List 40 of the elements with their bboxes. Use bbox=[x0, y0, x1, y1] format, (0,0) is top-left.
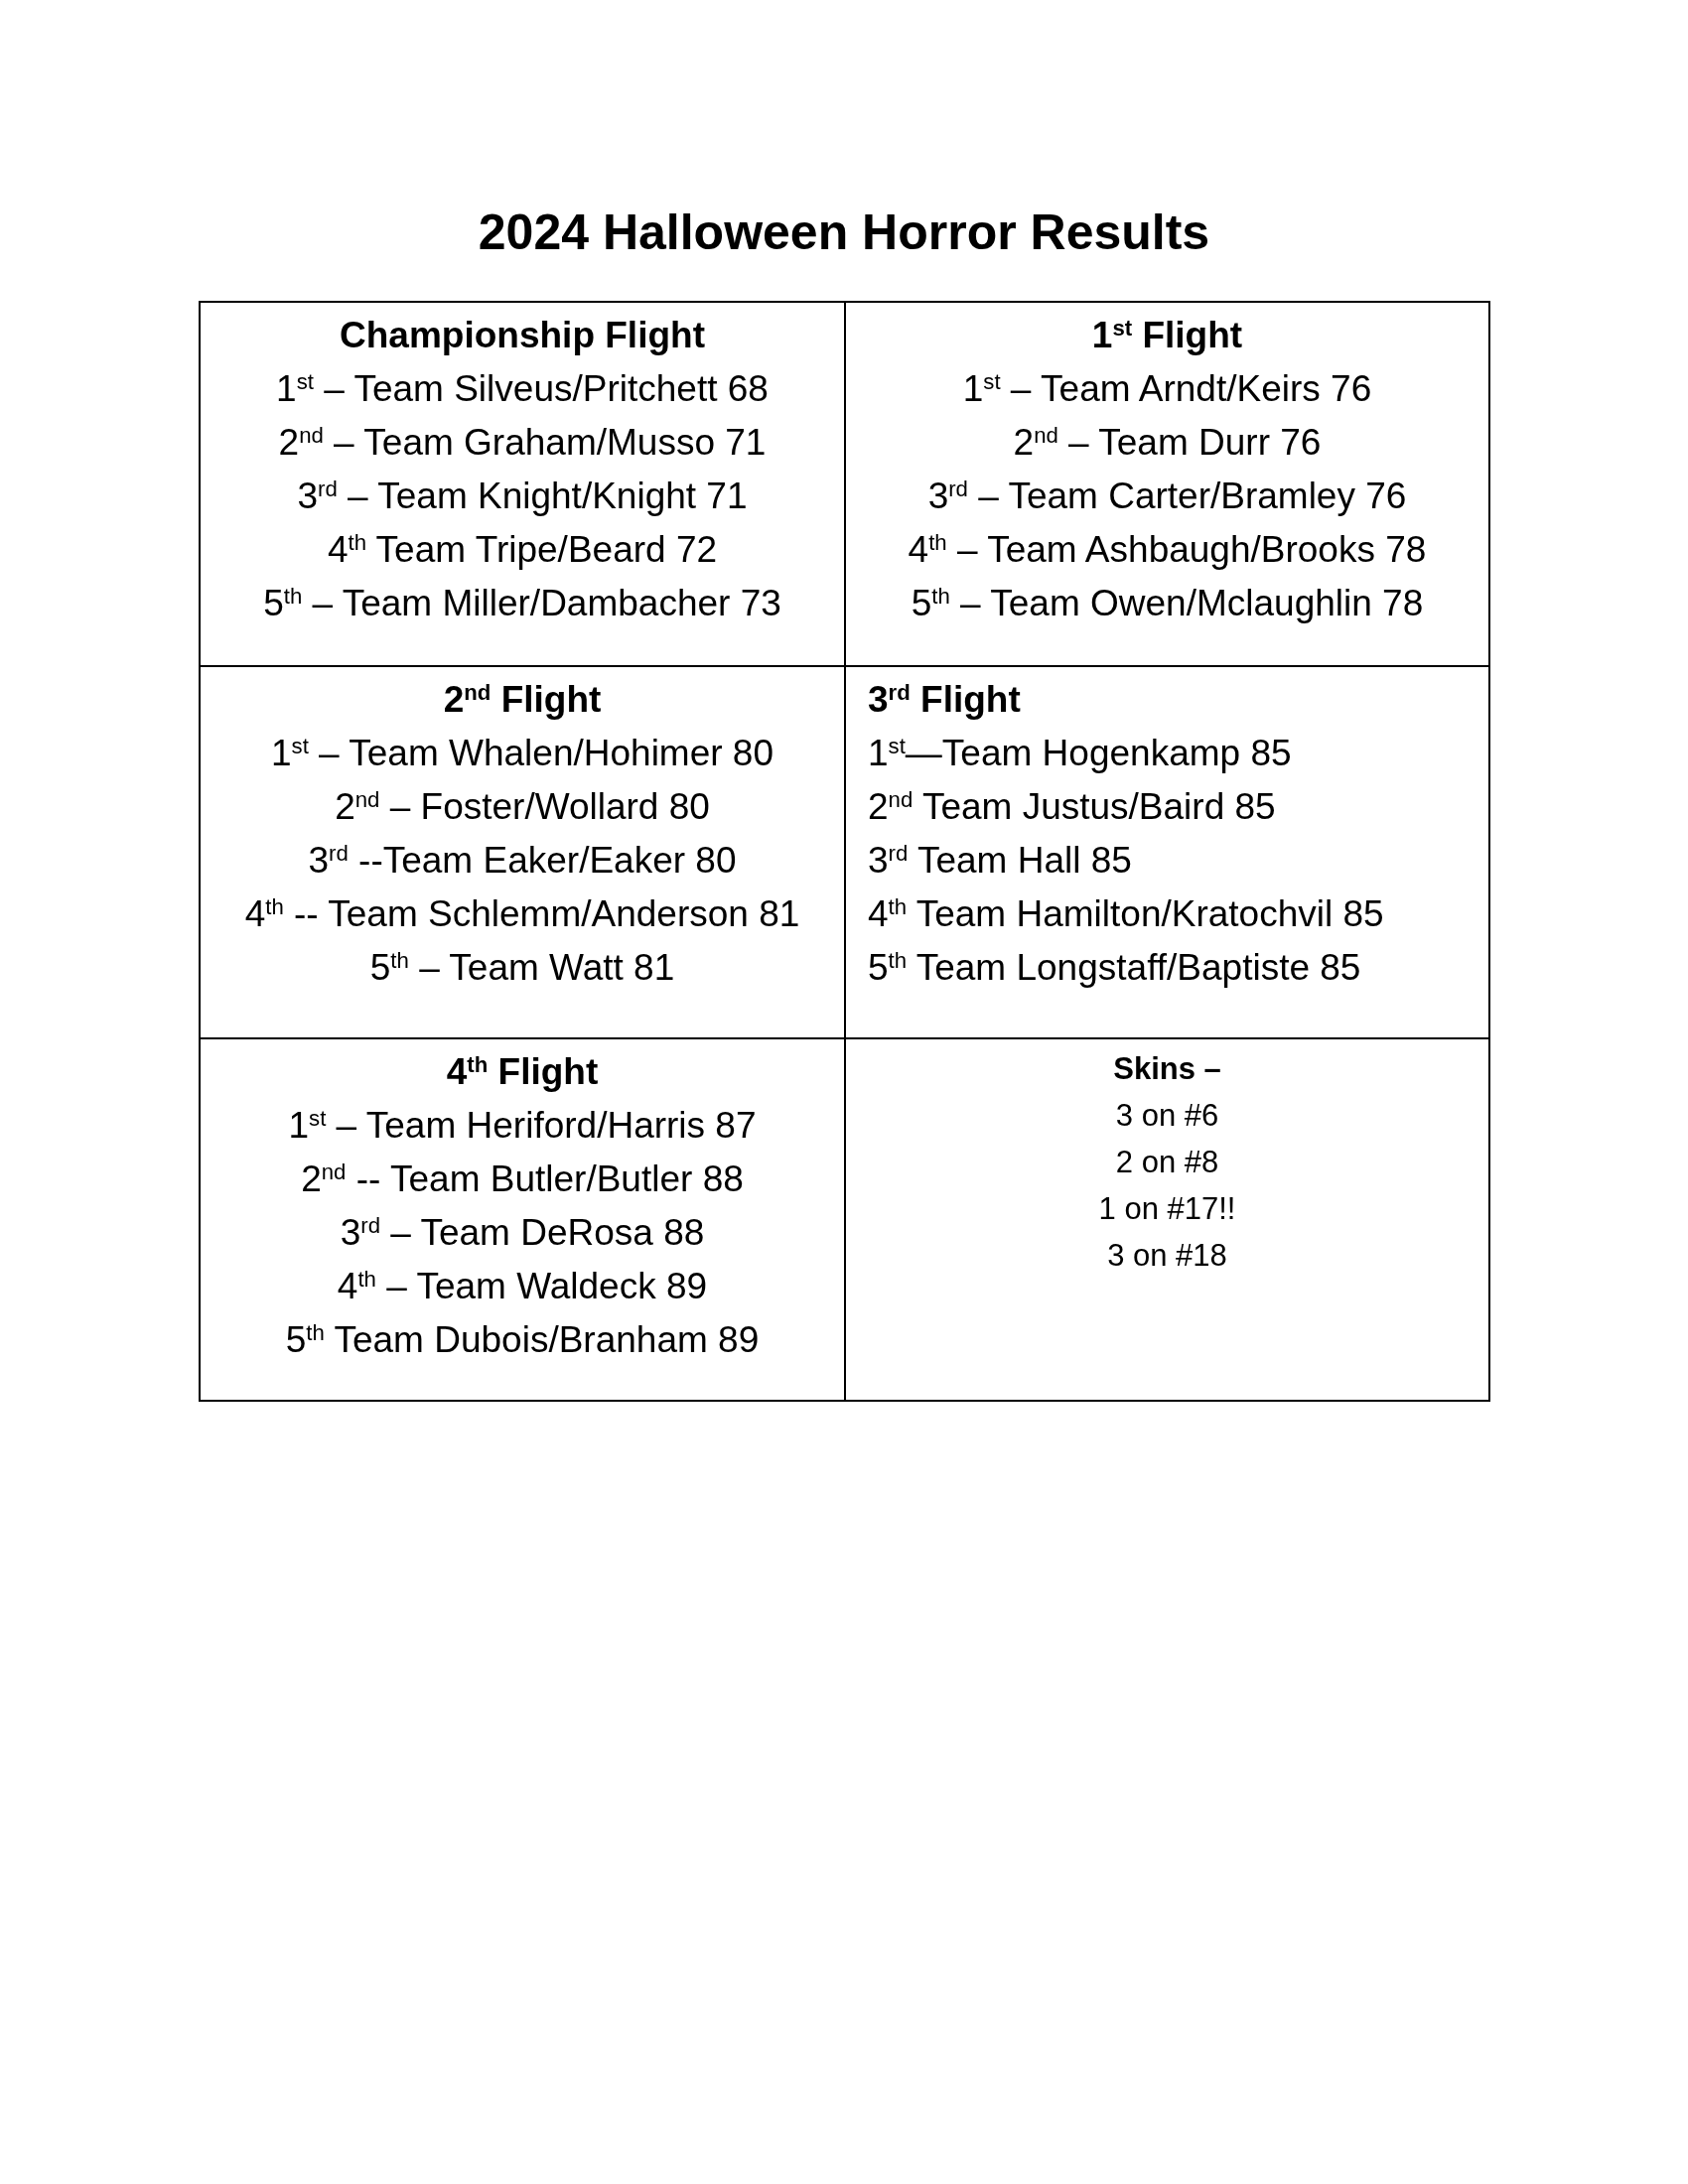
result-line: 4$^{th}$ Team Hamilton/Kratochvil 85 bbox=[868, 893, 1384, 934]
title: 2024 Halloween Horror Results bbox=[477, 204, 1211, 261]
result-line: 1$^{st}$—Team Hogenkamp 85 bbox=[868, 733, 1292, 773]
flight-heading: 1$^{st}$ Flight bbox=[1091, 315, 1243, 355]
result-line: 2$^{nd}$ – Foster/Wollard 80 bbox=[335, 786, 710, 827]
result-line: 3$^{rd}$ – Team Knight/Knight 71 bbox=[297, 476, 748, 516]
table-cell bbox=[844, 301, 1490, 667]
flight-heading: 4$^{th}$ Flight bbox=[446, 1051, 599, 1092]
table-cell bbox=[199, 301, 846, 667]
table-cell bbox=[199, 1037, 846, 1402]
result-line: 3$^{rd}$ Team Hall 85 bbox=[868, 840, 1132, 881]
skins-line: 1 on #17!! bbox=[1098, 1191, 1236, 1226]
skins-line: 3 on #18 bbox=[1107, 1238, 1227, 1273]
result-line: 4$^{th}$ – Team Ashbaugh/Brooks 78 bbox=[908, 529, 1427, 570]
result-line: 2$^{nd}$ -- Team Butler/Butler 88 bbox=[301, 1159, 744, 1199]
skins-line: 2 on #8 bbox=[1115, 1145, 1219, 1179]
result-line: 2$^{nd}$ – Team Durr 76 bbox=[1013, 422, 1322, 463]
result-line: 4$^{th}$ – Team Waldeck 89 bbox=[337, 1266, 708, 1306]
skins-line: 3 on #6 bbox=[1115, 1098, 1219, 1133]
result-line: 2$^{nd}$ Team Justus/Baird 85 bbox=[868, 786, 1276, 827]
result-line: 5$^{th}$ Team Longstaff/Baptiste 85 bbox=[868, 947, 1361, 988]
flight-heading: Championship Flight bbox=[340, 315, 705, 355]
result-line: 1$^{st}$ – Team Silveus/Pritchett 68 bbox=[276, 368, 769, 409]
result-line: 5$^{th}$ – Team Owen/Mclaughlin 78 bbox=[911, 583, 1424, 623]
result-line: 1$^{st}$ – Team Heriford/Harris 87 bbox=[288, 1105, 757, 1146]
result-line: 2$^{nd}$ – Team Graham/Musso 71 bbox=[278, 422, 767, 463]
result-line: 3$^{rd}$ – Team DeRosa 88 bbox=[340, 1212, 705, 1253]
result-line: 5$^{th}$ – Team Miller/Dambacher 73 bbox=[263, 583, 781, 623]
result-line: 5$^{th}$ – Team Watt 81 bbox=[369, 947, 675, 988]
result-line: 1$^{st}$ – Team Whalen/Hohimer 80 bbox=[270, 733, 774, 773]
skins-heading: Skins – bbox=[1113, 1051, 1221, 1086]
result-line: 3$^{rd}$ --Team Eaker/Eaker 80 bbox=[308, 840, 737, 881]
table-cell bbox=[844, 1037, 1490, 1402]
result-line: 3$^{rd}$ – Team Carter/Bramley 76 bbox=[927, 476, 1407, 516]
result-line: 5$^{th}$ Team Dubois/Branham 89 bbox=[285, 1319, 760, 1360]
flight-heading: 2$^{nd}$ Flight bbox=[443, 679, 602, 720]
result-line: 4$^{th}$ Team Tripe/Beard 72 bbox=[327, 529, 718, 570]
result-line: 4$^{th}$ -- Team Schlemm/Anderson 81 bbox=[244, 893, 800, 934]
result-line: 1$^{st}$ – Team Arndt/Keirs 76 bbox=[962, 368, 1372, 409]
flight-heading: 3$^{rd}$ Flight bbox=[868, 679, 1021, 720]
